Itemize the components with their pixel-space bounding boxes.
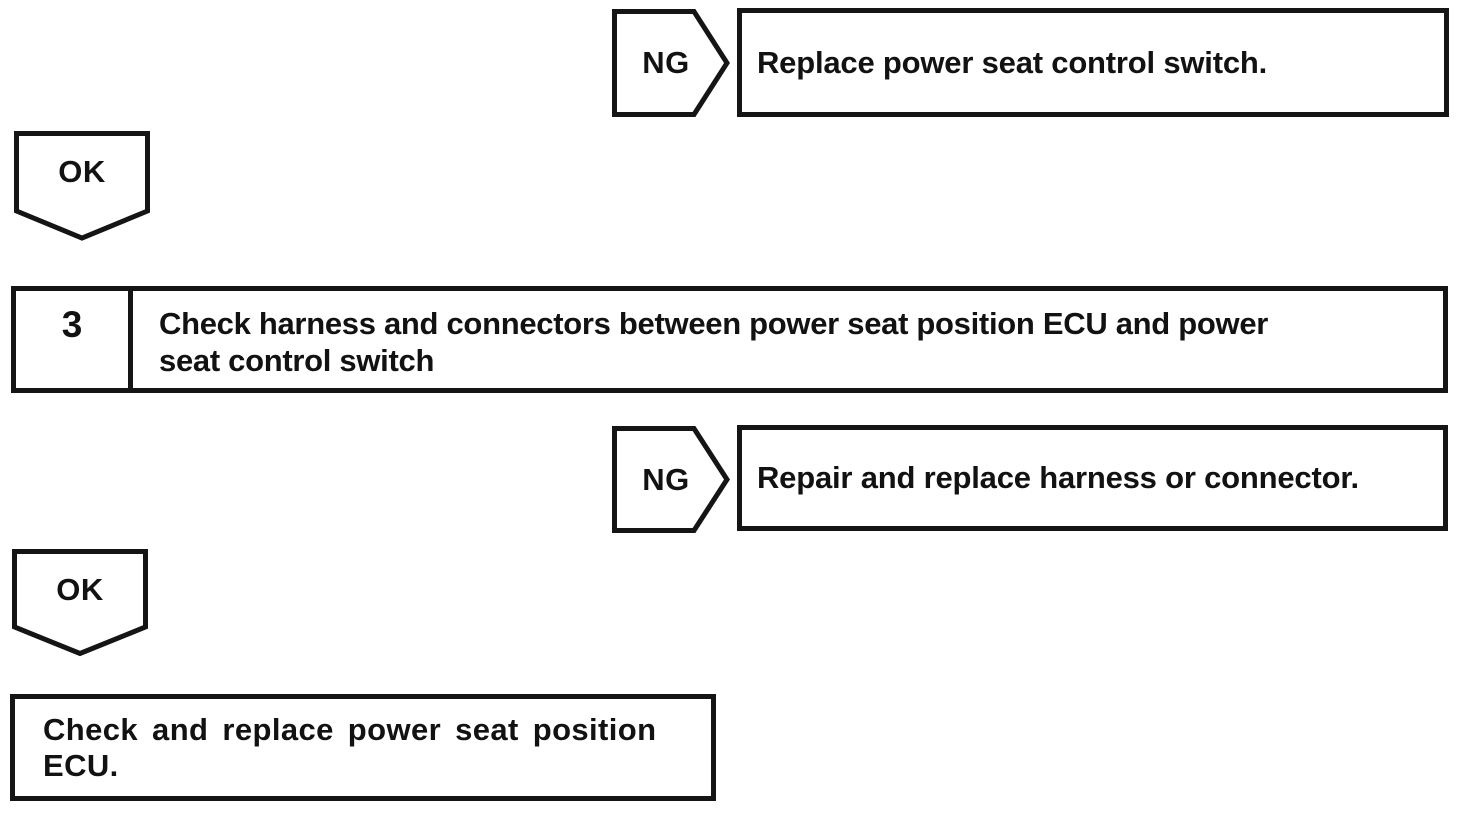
ng-connector-1: NG <box>612 9 730 117</box>
ok-connector-1-label: OK <box>58 154 106 189</box>
action-box-repair-harness: Repair and replace harness or connector. <box>737 425 1448 531</box>
step-title: Check harness and connectors between pow… <box>133 291 1268 388</box>
step-title-line-2: seat control switch <box>159 343 435 378</box>
ok-pentagon-down-icon <box>14 131 150 241</box>
ng-connector-1-label: NG <box>642 45 690 80</box>
step-number: 3 <box>61 304 83 345</box>
ok-connector-2-label: OK <box>56 572 104 607</box>
ng-pentagon-right-icon <box>612 9 730 117</box>
final-action-line-1: Check and replace power seat position <box>43 711 657 747</box>
step-number-cell: 3 <box>16 291 133 388</box>
final-action-line-2: ECU. <box>43 747 119 783</box>
ng-pentagon-right-icon <box>612 426 730 533</box>
step-title-line-1: Check harness and connectors between pow… <box>159 306 1269 341</box>
ok-pentagon-down-icon <box>12 549 148 656</box>
ng-connector-2-label: NG <box>642 461 690 497</box>
action-box-replace-switch: Replace power seat control switch. <box>737 8 1449 117</box>
action-box-replace-switch-text: Replace power seat control switch. <box>757 44 1268 80</box>
final-action-box: Check and replace power seat position EC… <box>10 694 716 801</box>
ok-connector-1: OK <box>14 131 150 241</box>
action-box-repair-harness-text: Repair and replace harness or connector. <box>757 460 1359 495</box>
ng-connector-2: NG <box>612 426 730 533</box>
ok-connector-2: OK <box>12 549 148 656</box>
step-3-box: 3 Check harness and connectors between p… <box>11 286 1448 393</box>
